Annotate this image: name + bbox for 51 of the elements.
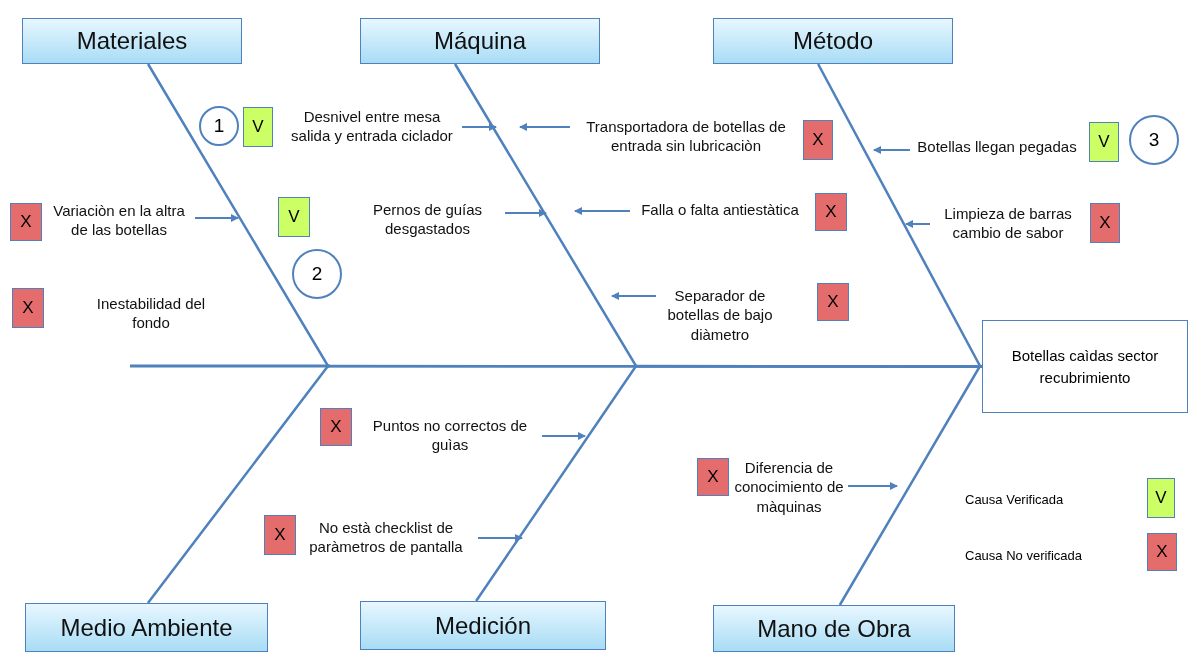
status-mark: X (803, 120, 833, 160)
status-mark: X (1090, 203, 1120, 243)
cause-text: Pernos de guías desgastados (350, 196, 505, 242)
arrow (611, 292, 657, 300)
arrow (461, 123, 497, 131)
legend-swatch: V (1147, 478, 1175, 518)
bone-line (817, 63, 983, 368)
status-mark: X (697, 458, 729, 496)
legend-text: Causa No verificada (965, 548, 1083, 563)
arrow (519, 123, 571, 131)
cause-text: Diferencia de conocimiento de màquinas (730, 454, 848, 520)
status-mark: X (320, 408, 352, 446)
cause-text: Botellas llegan pegadas (910, 124, 1084, 170)
cause-text: Limpieza de barras cambio de sabor (930, 200, 1086, 246)
arrow (477, 534, 523, 542)
legend-swatch: X (1147, 533, 1177, 571)
status-mark: X (264, 515, 296, 555)
cause-text: No està checklist de paràmetros de pantalla (294, 514, 478, 560)
cause-text: Separador de botellas de bajo diàmetro (656, 282, 784, 348)
arrow (541, 432, 586, 440)
arrow (194, 214, 239, 222)
status-mark: X (10, 203, 42, 241)
arrow (574, 207, 631, 215)
status-mark: V (1089, 122, 1119, 162)
category-box: Mano de Obra (713, 605, 955, 652)
status-mark: X (815, 193, 847, 231)
category-box: Medio Ambiente (25, 603, 268, 652)
cause-text: Desnivel entre mesa salida y entrada ciclador (282, 102, 462, 150)
legend-text: Causa Verificada (965, 492, 1064, 507)
arrow (504, 209, 547, 217)
number-circle: 1 (199, 106, 239, 146)
status-mark: V (278, 197, 310, 237)
cause-text: Variaciòn en la altra de las botellas (43, 198, 195, 242)
arrow (847, 482, 898, 490)
category-box: Materiales (22, 18, 242, 64)
category-box: Máquina (360, 18, 600, 64)
number-circle: 3 (1129, 115, 1179, 165)
arrow (873, 146, 911, 154)
arrow (905, 220, 931, 228)
status-mark: V (243, 107, 273, 147)
cause-text: Falla o falta antiestàtica (630, 198, 810, 222)
status-mark: X (817, 283, 849, 321)
bone-line (838, 364, 983, 606)
effect-box: Botellas caìdas sector recubrimiento (982, 320, 1188, 413)
number-circle: 2 (292, 249, 342, 299)
category-box: Medición (360, 601, 606, 650)
category-box: Método (713, 18, 953, 64)
cause-text: Puntos no correctos de guìas (358, 412, 542, 458)
status-mark: X (12, 288, 44, 328)
cause-text: Transportadora de botellas de entrada sin lubricaciòn (570, 114, 802, 158)
cause-text: Inestabilidad del fondo (78, 290, 224, 336)
